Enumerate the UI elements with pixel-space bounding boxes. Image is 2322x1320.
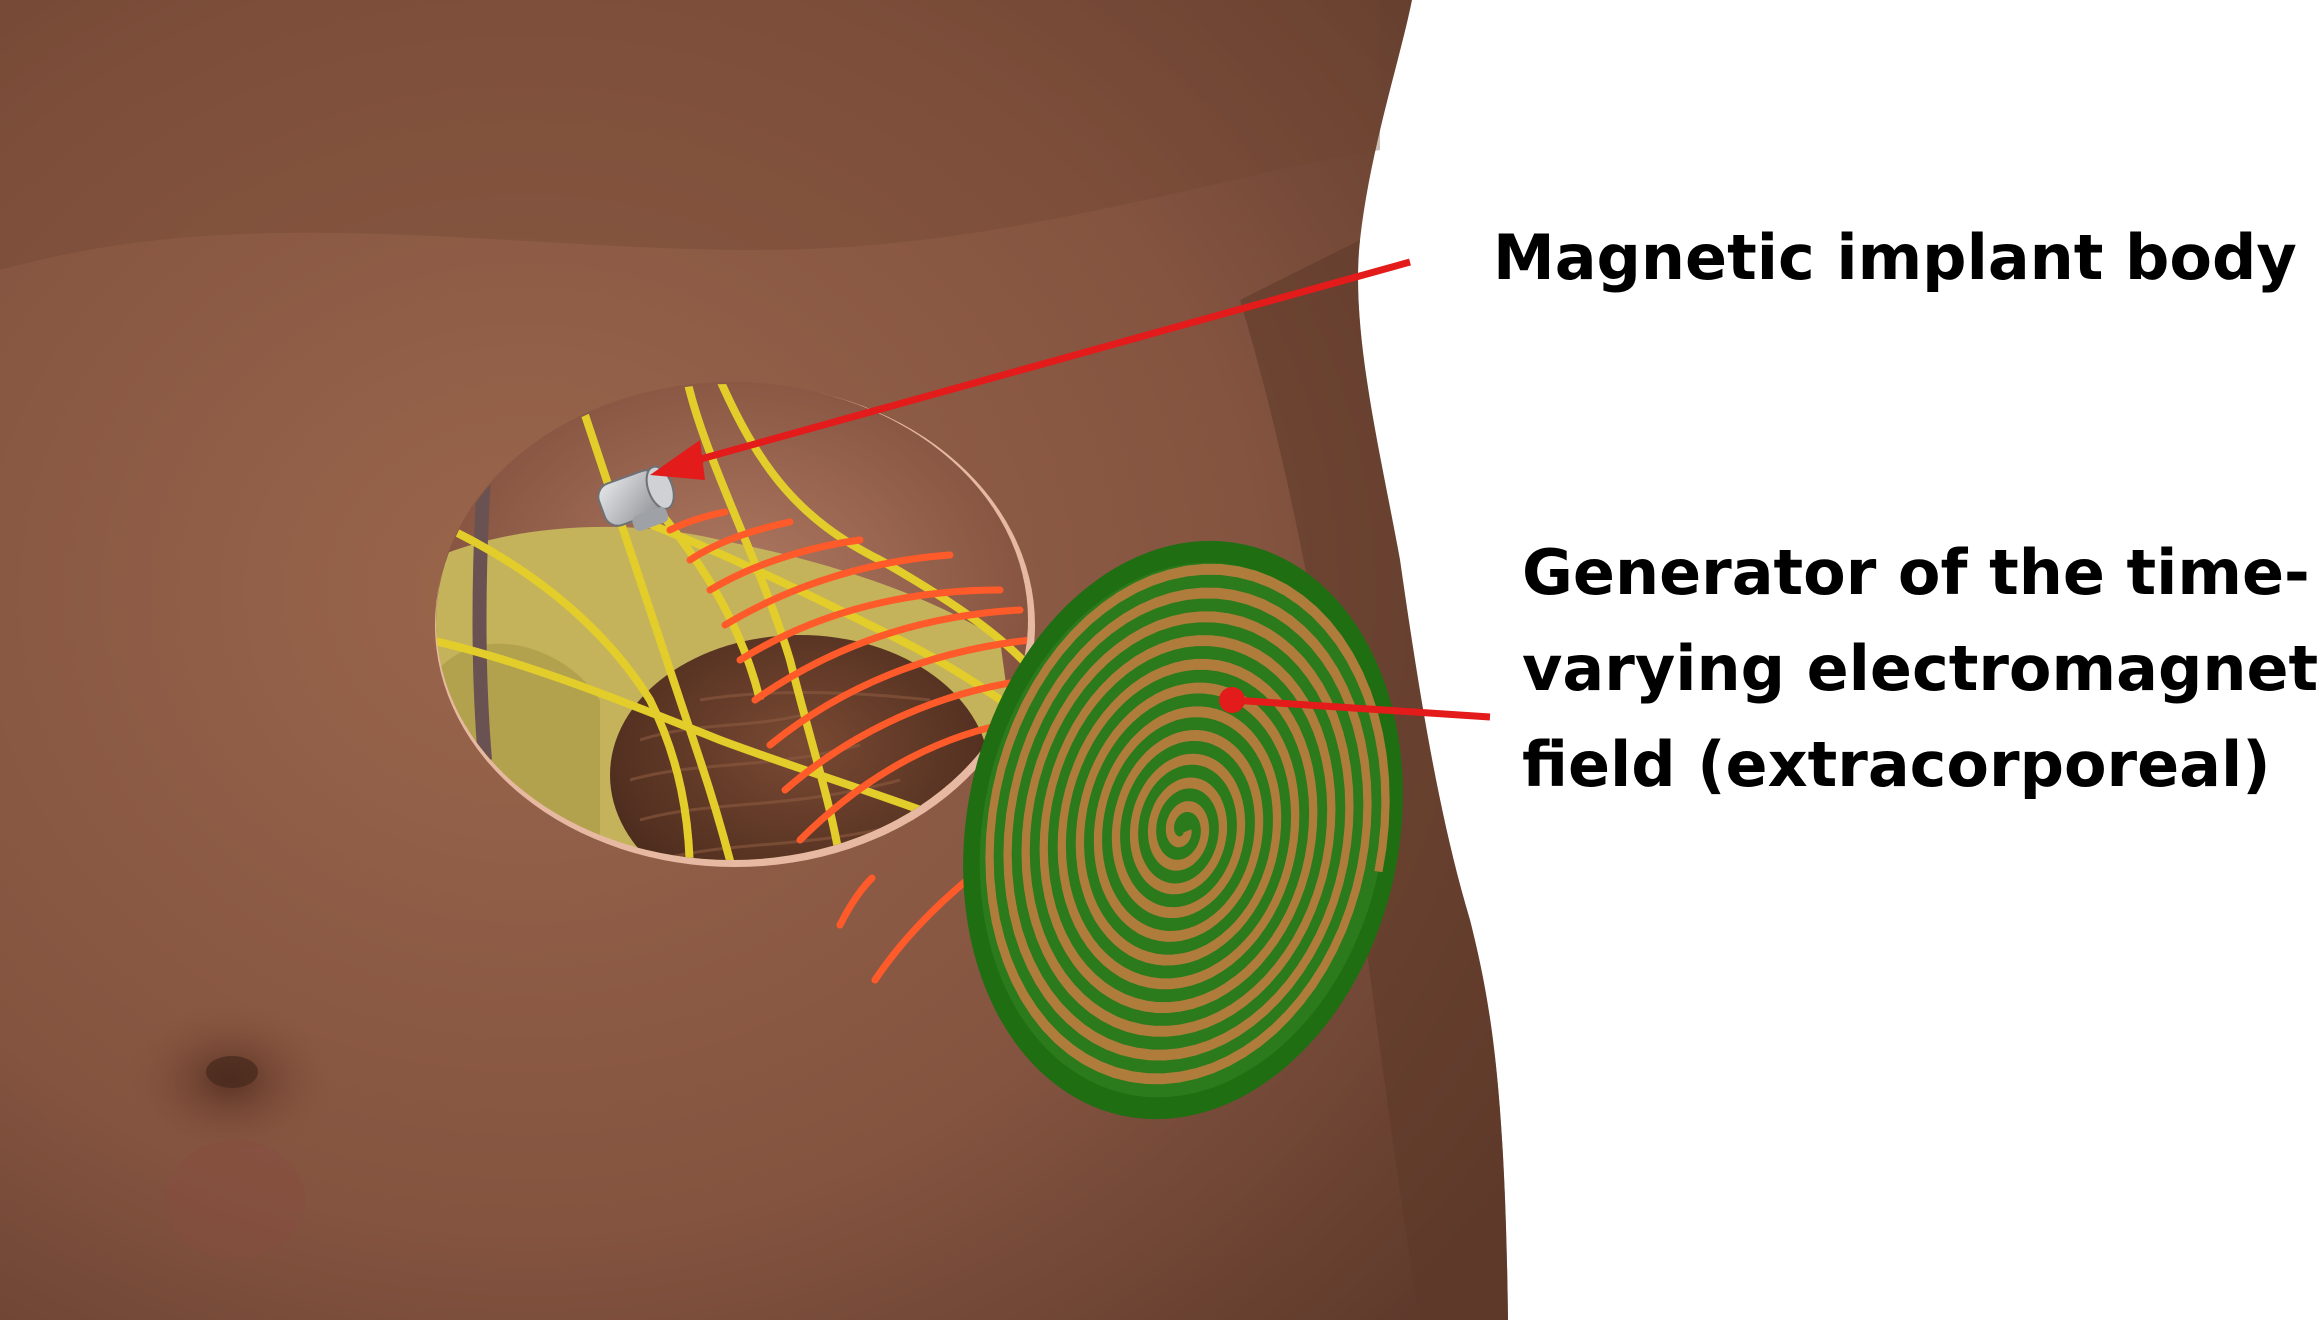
magnetic-implant-icon: [597, 465, 675, 531]
chest-shadow: [0, 0, 1380, 270]
implant-arrow: [650, 258, 1411, 480]
spiral-coil-icon: [963, 540, 1403, 1120]
generator-label: Generator of the time- varying electroma…: [1522, 525, 2322, 813]
generator-label-line-1: Generator of the time-: [1522, 536, 2310, 609]
generator-pointer: [1219, 687, 1491, 721]
generator-label-line-2: varying electromagnetic: [1522, 632, 2322, 705]
implant-label: Magnetic implant body: [1493, 221, 2297, 294]
generator-label-line-3: field (extracorporeal): [1522, 728, 2271, 801]
